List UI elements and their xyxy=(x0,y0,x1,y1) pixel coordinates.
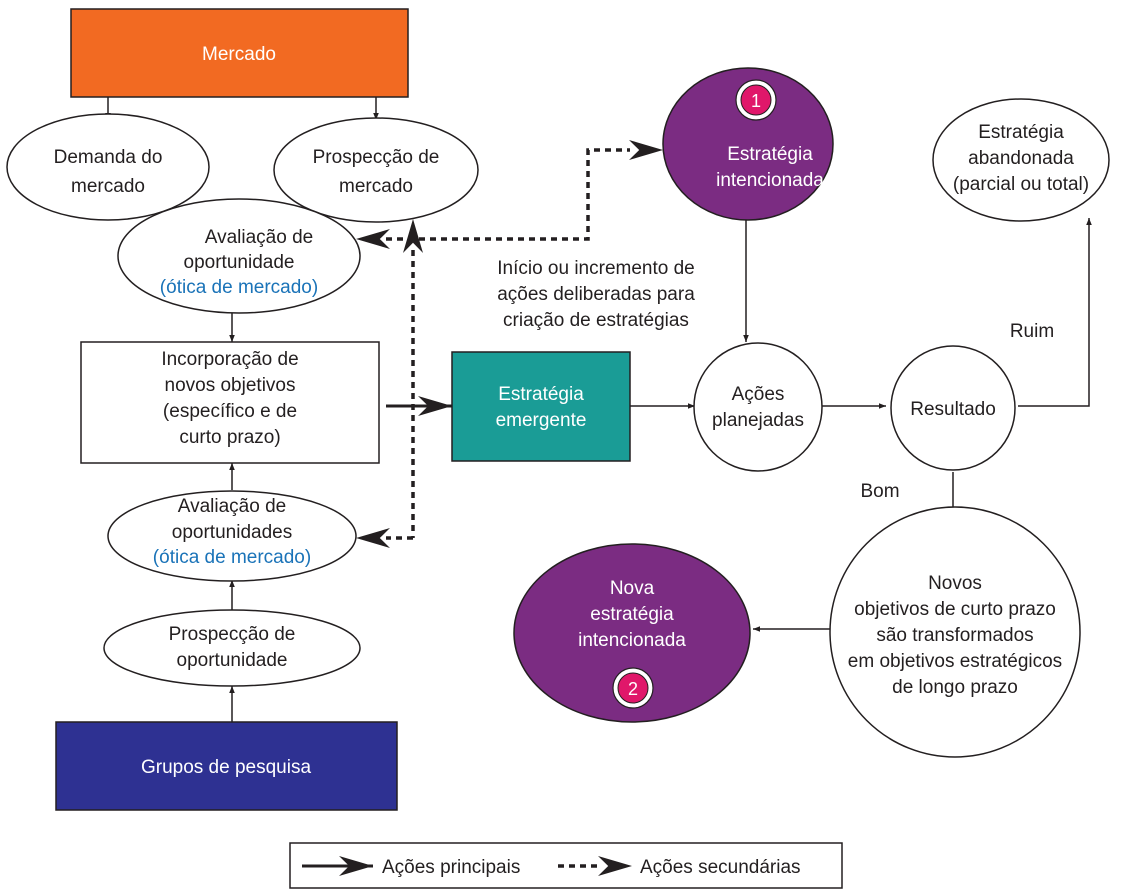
inicio-label-1: Início ou incremento de xyxy=(497,258,695,279)
legend-principal-label: Ações principais xyxy=(382,857,520,878)
prospeccao-oportunidade-label-2: oportunidade xyxy=(177,650,288,671)
incorporacao-label-4: curto prazo) xyxy=(179,427,280,448)
avaliacao1-label-2: oportunidade xyxy=(184,252,295,273)
novos-objetivos-circle: Novos objetivos de curto prazo são trans… xyxy=(829,506,1081,758)
nova-label-2: estratégia xyxy=(590,604,674,625)
novos-label-3: são transformados xyxy=(876,625,1033,646)
legend-box xyxy=(289,842,843,889)
avaliacao2-label-1: Avaliação de xyxy=(178,496,286,517)
resultado-circle: Resultado xyxy=(890,345,1016,471)
incorporacao-label-3: (específico e de xyxy=(163,401,297,422)
demanda-ellipse: Demanda do mercado xyxy=(6,113,210,221)
grupos-label: Grupos de pesquisa xyxy=(141,757,311,778)
incorporacao-label-1: Incorporação de xyxy=(161,349,298,370)
demanda-label-1: Demanda do xyxy=(54,147,163,168)
legend: Ações principais Ações secundárias xyxy=(289,842,843,889)
acoes-label-2: planejadas xyxy=(712,410,804,431)
emergente-label-2: emergente xyxy=(496,410,587,431)
abandonada-label-3: (parcial ou total) xyxy=(953,174,1089,195)
incorporacao-box: Incorporação de novos objetivos (específ… xyxy=(80,341,380,464)
nova-estrategia-circle: Nova estratégia intencionada 2 xyxy=(513,543,751,723)
estrategia-abandonada-ellipse: Estratégia abandonada (parcial ou total) xyxy=(932,98,1110,222)
legend-secundaria-label: Ações secundárias xyxy=(640,857,801,878)
avaliacao1-label-1: Avaliação de xyxy=(205,227,313,248)
resultado-label: Resultado xyxy=(910,399,996,420)
inicio-label-3: criação de estratégias xyxy=(503,310,689,331)
avaliacao-oportunidades-ellipse: Avaliação de oportunidades (ótica de mer… xyxy=(107,490,357,582)
dotted-line-upper xyxy=(386,148,630,241)
abandonada-label-2: abandonada xyxy=(968,148,1074,169)
intencionada-label-2: intencionada xyxy=(716,170,824,191)
ruim-label: Ruim xyxy=(1010,321,1054,342)
acoes-label-1: Ações xyxy=(732,384,785,405)
prospeccao-mercado-ellipse: Prospecção de mercado xyxy=(273,117,479,223)
badge-1-label: 1 xyxy=(751,91,761,111)
intencionada-label-1: Estratégia xyxy=(727,144,813,165)
prospeccao-mercado-label-1: Prospecção de xyxy=(313,147,440,168)
novos-label-4: em objetivos estratégicos xyxy=(848,651,1062,672)
novos-label-1: Novos xyxy=(928,573,982,594)
estrategia-emergente-box: Estratégia emergente xyxy=(451,351,631,462)
prospeccao-oportunidade-ellipse: Prospecção de oportunidade xyxy=(103,609,361,687)
avaliacao-oportunidade-ellipse: Avaliação de oportunidade (ótica de merc… xyxy=(117,198,361,314)
badge-1-inner xyxy=(740,84,772,116)
arrow-resultado-abandonada xyxy=(1018,218,1092,407)
novos-label-2: objetivos de curto prazo xyxy=(854,599,1056,620)
badge-2-label: 2 xyxy=(628,679,638,699)
prospeccao-oportunidade-label-1: Prospecção de xyxy=(169,624,296,645)
avaliacao2-label-2: oportunidades xyxy=(172,522,292,543)
inicio-label-2: ações deliberadas para xyxy=(497,284,695,305)
emergente-label-1: Estratégia xyxy=(498,384,584,405)
acoes-planejadas-circle: Ações planejadas xyxy=(693,342,823,472)
nova-label-3: intencionada xyxy=(578,630,686,651)
incorporacao-label-2: novos objetivos xyxy=(165,375,296,396)
demanda-label-2: mercado xyxy=(71,176,145,197)
grupos-box: Grupos de pesquisa xyxy=(55,721,398,811)
novos-label-5: de longo prazo xyxy=(892,677,1018,698)
estrategia-intencionada-circle: 1 Estratégia intencionada xyxy=(662,67,834,221)
prospeccao-mercado-label-2: mercado xyxy=(339,176,413,197)
mercado-box: Mercado xyxy=(70,8,409,98)
badge-2-inner xyxy=(617,672,649,704)
inicio-annotation: Início ou incremento de ações deliberada… xyxy=(497,258,695,331)
avaliacao2-label-3: (ótica de mercado) xyxy=(153,547,311,568)
abandonada-label-1: Estratégia xyxy=(978,122,1064,143)
avaliacao1-label-3: (ótica de mercado) xyxy=(160,277,318,298)
bom-label: Bom xyxy=(860,481,899,502)
mercado-label: Mercado xyxy=(202,44,276,65)
nova-label-1: Nova xyxy=(610,578,655,599)
